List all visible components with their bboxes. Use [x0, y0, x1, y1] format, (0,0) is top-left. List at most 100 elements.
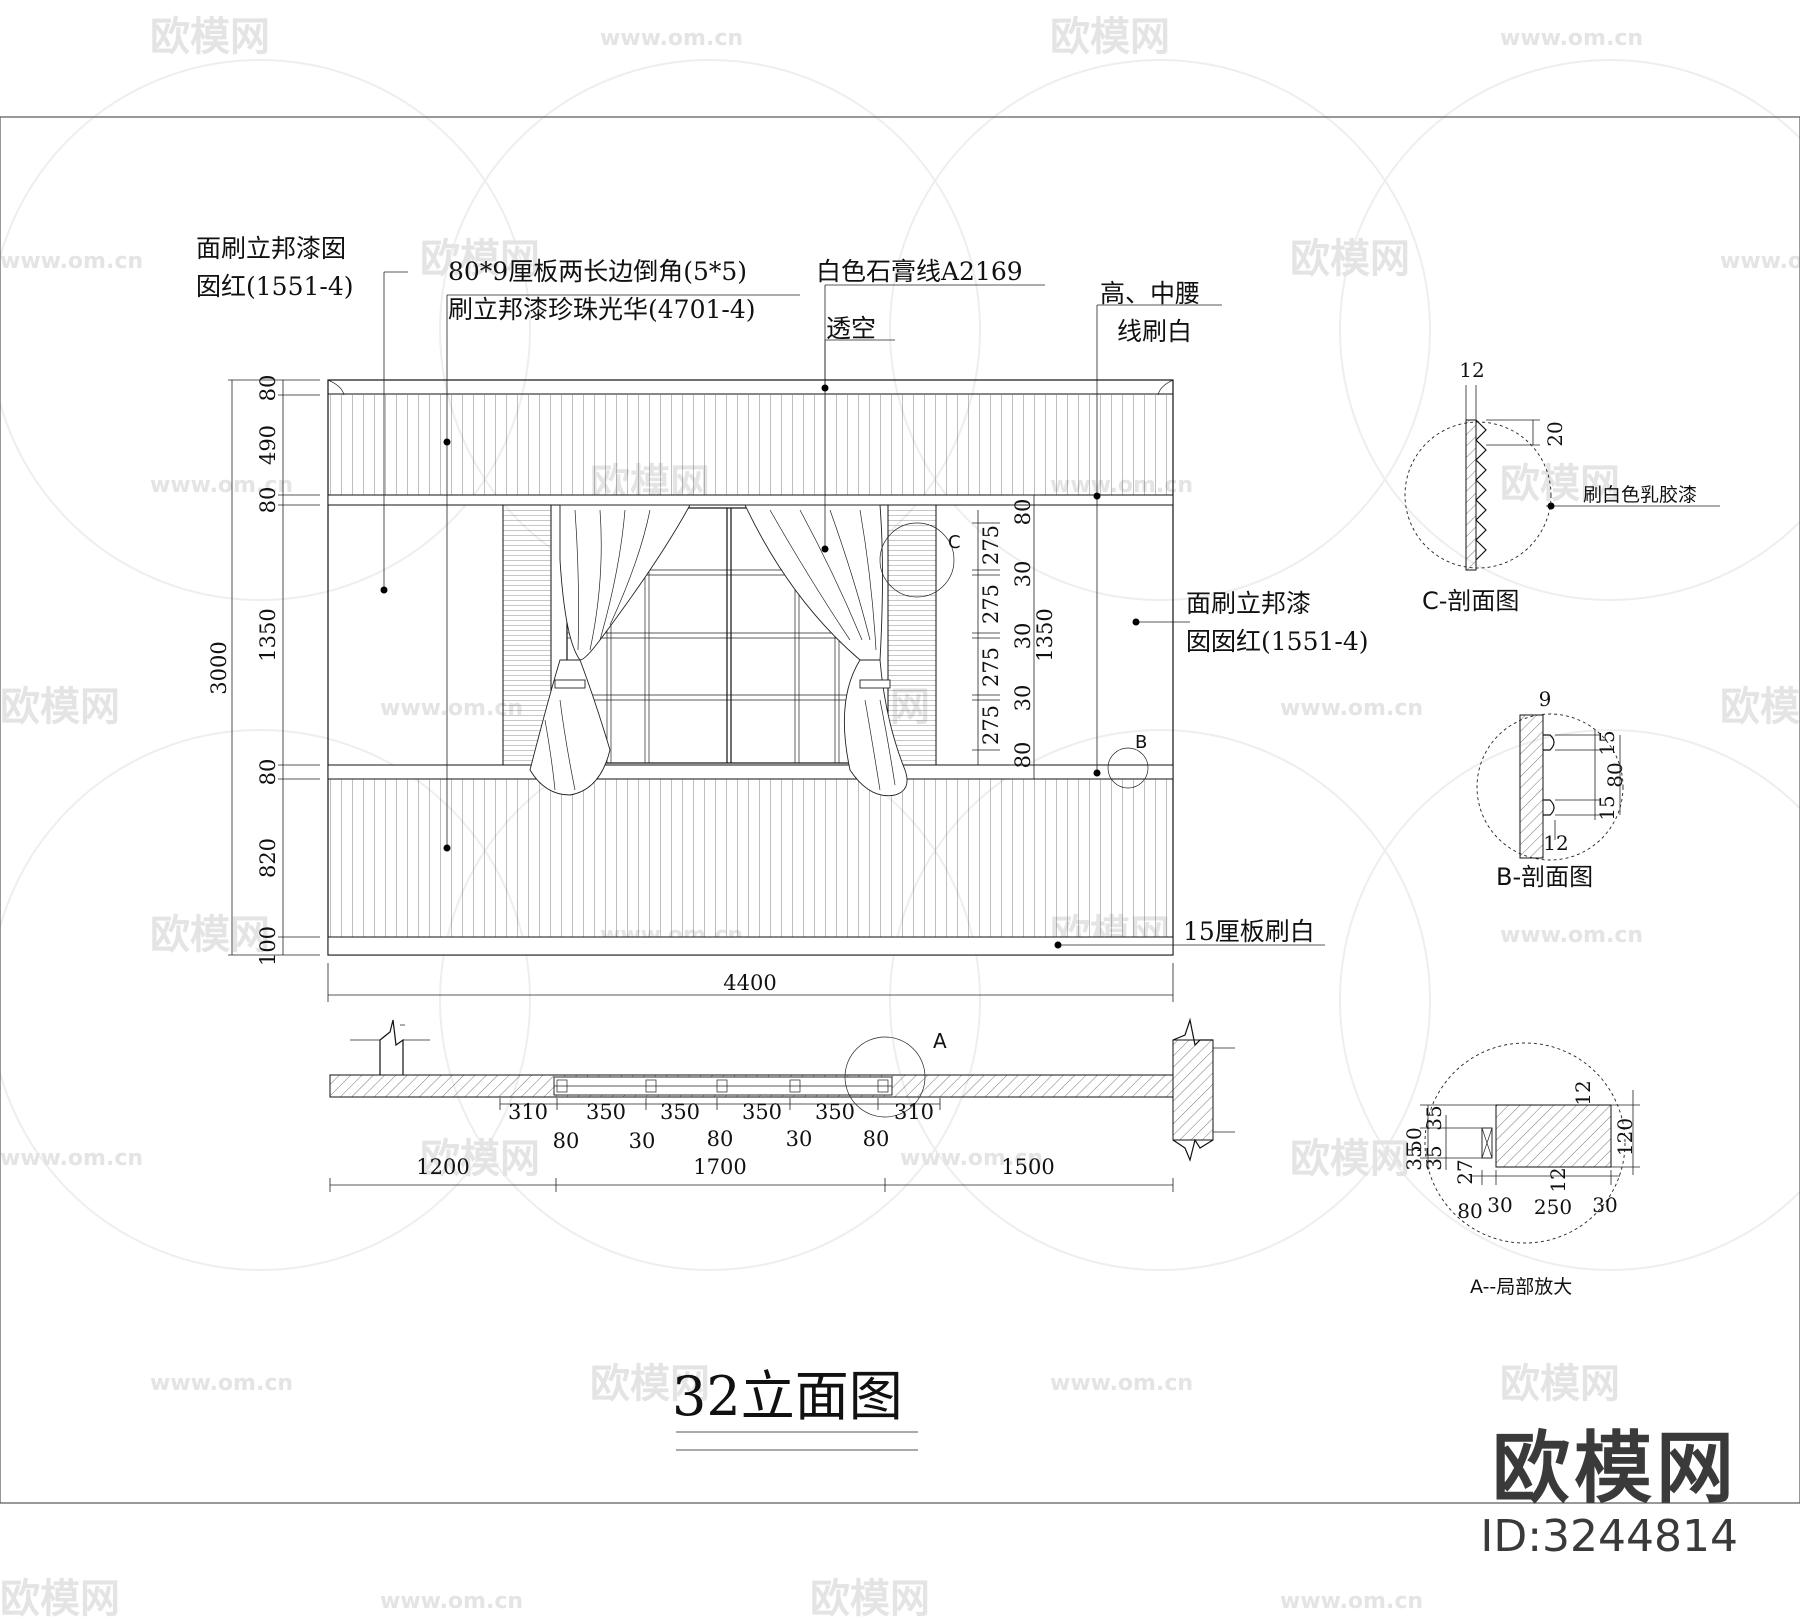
dim-80: 80 [256, 487, 280, 514]
detail-a-dim-27: 27 [1453, 1159, 1477, 1184]
detail-b-marker: B [1135, 732, 1147, 753]
left-dimensions: 80 490 80 1350 80 820 100 3000 [207, 375, 320, 966]
detail-a-dim-12: 12 [1546, 1167, 1570, 1192]
detail-c-marker-circle [879, 522, 955, 598]
dim-30: 30 [1011, 623, 1035, 650]
detail-a-dim-35: 35 [1402, 1145, 1426, 1170]
width-dimension: 4400 [327, 963, 1174, 1002]
dim-275: 275 [979, 647, 1003, 687]
watermark-url: www.om.cn [1500, 26, 1643, 51]
detail-a-dim-80: 80 [1457, 1199, 1482, 1223]
waist-rail-upper [327, 494, 1174, 506]
board-spec-line1: 80*9厘板两长边倒角(5*5) [448, 257, 747, 286]
waist-line-label2: 线刷白 [1117, 317, 1192, 346]
dim-275: 275 [979, 584, 1003, 624]
watermark-url: www.om.cn [380, 1589, 523, 1614]
dim-80: 80 [863, 1127, 890, 1151]
annotations: 面刷立邦漆囡 囡红(1551-4) 80*9厘板两长边倒角(5*5) 刷立邦漆珍… [196, 234, 1697, 946]
watermark-logo: 欧模网 [1720, 684, 1800, 730]
right-shutter [887, 504, 937, 766]
dim-30: 30 [629, 1129, 656, 1153]
detail-b-dim-9: 9 [1539, 687, 1552, 711]
dim-820: 820 [256, 838, 280, 878]
dim-4400: 4400 [723, 971, 776, 995]
watermark-logo: 欧模网 [1290, 236, 1410, 282]
watermark-logo: 欧模网 [420, 1136, 540, 1182]
dim-100: 100 [256, 926, 280, 966]
detail-a: 50 35 35 35 27 12 120 12 80 30 250 30 A-… [1402, 1042, 1640, 1298]
detail-b-dim-12: 12 [1543, 831, 1568, 855]
dim-30: 30 [1011, 561, 1035, 588]
skirting-label: 15厘板刷白 [1183, 917, 1315, 946]
watermark-url: www.om.cn [0, 1146, 143, 1171]
watermark-url: www.om.cn [380, 696, 523, 721]
detail-a-dim-120: 120 [1613, 1118, 1637, 1156]
dim-30: 30 [786, 1127, 813, 1151]
watermark-url: www.om.cn [1500, 923, 1643, 948]
watermark-logo: 欧模网 [810, 1576, 930, 1620]
dim-80: 80 [553, 1129, 580, 1153]
watermark-url: www.om.cn [900, 1146, 1043, 1171]
detail-c-title: C-剖面图 [1422, 587, 1519, 615]
watermark-url: www.om.cn [1280, 1589, 1423, 1614]
dim-80: 80 [256, 375, 280, 402]
upper-board-panel [330, 395, 1171, 495]
brand-logo: 欧模网 [1491, 1424, 1738, 1514]
dim-350: 350 [586, 1100, 626, 1124]
skirting [327, 936, 1174, 956]
dim-overall-height: 3000 [207, 641, 231, 694]
dim-275: 275 [979, 525, 1003, 565]
dim-1200: 1200 [416, 1155, 469, 1179]
watermark-url: www.om.cn [600, 26, 743, 51]
watermark-logo: 欧模网 [420, 236, 540, 282]
plan-view: A 310 350 350 350 350 310 80 30 80 30 80… [329, 1017, 1235, 1192]
dim-310: 310 [508, 1100, 548, 1124]
dim-275: 275 [979, 705, 1003, 745]
brand-block: 欧模网 ID:3244814 [1480, 1430, 1738, 1565]
watermark-url: www.om.cn [0, 249, 143, 274]
drawing-title: 32立面图 [672, 1365, 903, 1428]
detail-b: 9 15 80 15 12 B-剖面图 [1476, 687, 1627, 891]
detail-c-marker: C [948, 532, 961, 553]
watermark-url: www.om.cn [150, 1371, 293, 1396]
detail-a-dim-30: 30 [1592, 1193, 1617, 1217]
wall-paint-left-line2: 囡红(1551-4) [196, 272, 353, 301]
detail-a-marker: A [933, 1029, 947, 1053]
detail-a-title: A--局部放大 [1470, 1276, 1572, 1298]
sheet-frame [0, 116, 1800, 1504]
title-block: 32立面图 [672, 1365, 918, 1451]
brand-id: ID:3244814 [1480, 1511, 1738, 1562]
dim-350: 350 [742, 1100, 782, 1124]
latex-paint-label: 刷白色乳胶漆 [1583, 484, 1697, 506]
dim-80: 80 [1011, 499, 1035, 526]
dim-1350: 1350 [256, 608, 280, 661]
dim-350: 350 [660, 1100, 700, 1124]
watermark-url: www.om.cn [1280, 696, 1423, 721]
wall-paint-right-line1: 面刷立邦漆 [1186, 589, 1311, 618]
detail-b-title: B-剖面图 [1496, 863, 1593, 891]
elevation: C B [327, 271, 1720, 956]
detail-c-dim-20: 20 [1543, 421, 1567, 446]
dim-490: 490 [256, 425, 280, 465]
detail-c: 12 20 C-剖面图 [1404, 358, 1567, 615]
gypsum-line-label: 白色石膏线A2169 [816, 257, 1023, 286]
detail-b-dim-80: 80 [1603, 762, 1627, 787]
dim-1700: 1700 [693, 1155, 746, 1179]
detail-a-dim-35: 35 [1422, 1105, 1446, 1130]
watermark-url: www.om.cn [1720, 249, 1800, 274]
wall-paint-right-line2: 囡囡红(1551-4) [1186, 627, 1368, 656]
board-spec-line2: 刷立邦漆珍珠光华(4701-4) [448, 295, 755, 324]
waist-rail-lower [327, 764, 1174, 780]
watermark-logo: 欧模网 [1500, 461, 1620, 507]
detail-a-marker-circle [844, 1036, 926, 1118]
dim-80: 80 [1011, 742, 1035, 769]
watermark-logo: 欧模网 [1290, 1136, 1410, 1182]
dim-310: 310 [894, 1100, 934, 1124]
dim-1500: 1500 [1001, 1155, 1054, 1179]
wall-paint-left-line1: 面刷立邦漆囡 [196, 234, 346, 263]
watermark-url: www.om.cn [150, 473, 293, 498]
dim-80: 80 [256, 759, 280, 786]
lower-board-panel [330, 779, 1171, 937]
watermark-logo: 欧模网 [0, 684, 120, 730]
